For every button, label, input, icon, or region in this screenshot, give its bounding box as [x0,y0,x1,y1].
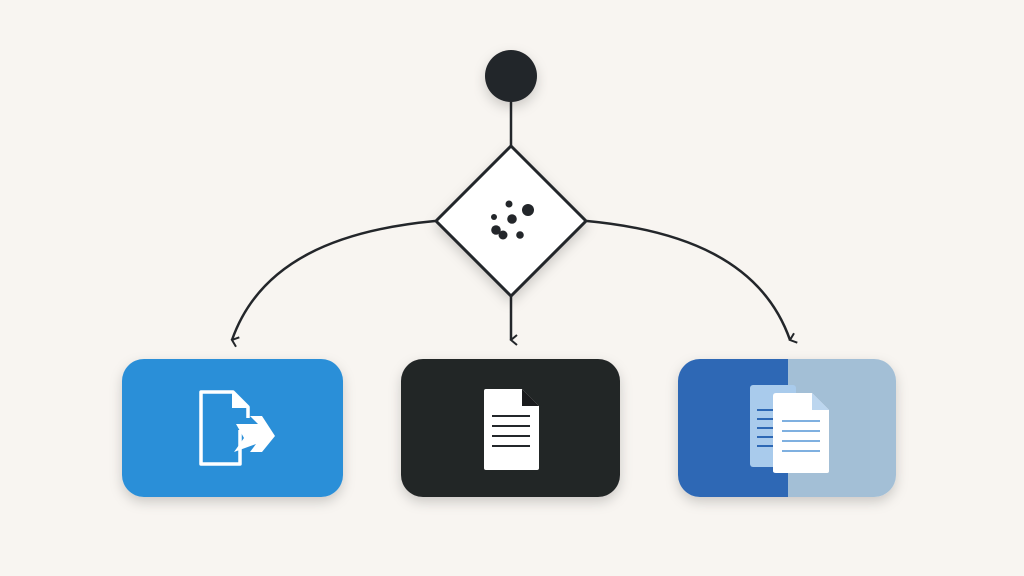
arrow-right [586,219,798,344]
scatter-dots-icon [491,200,534,240]
start-node[interactable] [485,50,537,102]
documents-copy-icon [750,385,829,473]
outcome-documents-copy[interactable] [678,359,898,497]
arrow-left [230,219,436,348]
file-export-icon [199,390,275,466]
outcome-document[interactable] [401,359,620,497]
outcome-file-export[interactable] [122,359,343,497]
document-icon [484,389,539,470]
decision-node[interactable] [433,143,589,299]
